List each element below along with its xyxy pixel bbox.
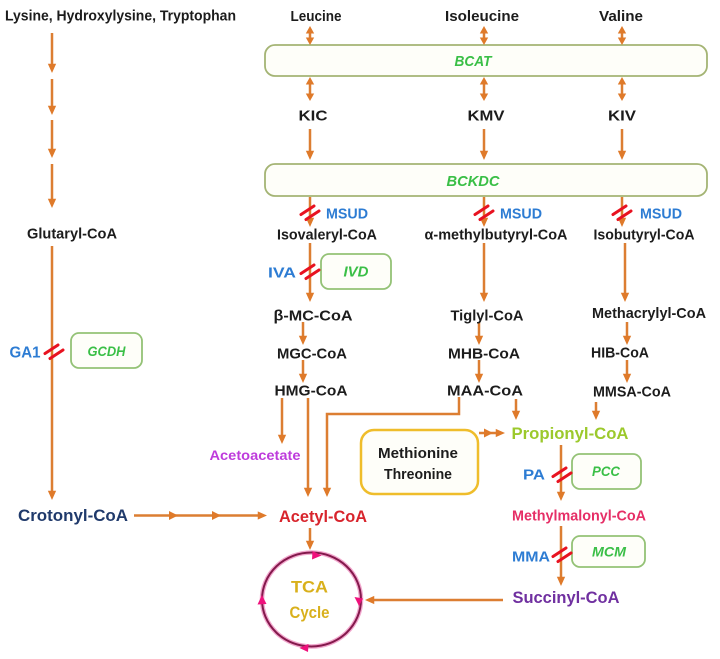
svg-text:HMG-CoA: HMG-CoA xyxy=(275,382,348,399)
svg-text:IVA: IVA xyxy=(268,264,296,281)
svg-text:KMV: KMV xyxy=(468,107,505,124)
svg-text:Isobutyryl-CoA: Isobutyryl-CoA xyxy=(594,226,695,243)
svg-text:Crotonyl-CoA: Crotonyl-CoA xyxy=(18,506,128,525)
svg-text:Tiglyl-CoA: Tiglyl-CoA xyxy=(451,307,524,324)
svg-text:Threonine: Threonine xyxy=(384,466,452,483)
svg-text:MSUD: MSUD xyxy=(500,205,542,222)
svg-text:GCDH: GCDH xyxy=(88,343,127,359)
svg-text:PCC: PCC xyxy=(592,463,621,479)
svg-text:β-MC-CoA: β-MC-CoA xyxy=(274,307,353,324)
svg-text:Acetoacetate: Acetoacetate xyxy=(210,447,301,463)
svg-text:Isovaleryl-CoA: Isovaleryl-CoA xyxy=(277,226,377,243)
svg-text:HIB-CoA: HIB-CoA xyxy=(591,344,649,361)
svg-text:MHB-CoA: MHB-CoA xyxy=(448,345,520,362)
svg-text:Methionine: Methionine xyxy=(378,445,458,462)
svg-text:MAA-CoA: MAA-CoA xyxy=(447,382,523,399)
svg-text:Valine: Valine xyxy=(599,8,643,25)
svg-text:Leucine: Leucine xyxy=(291,8,342,25)
svg-text:Succinyl-CoA: Succinyl-CoA xyxy=(513,588,620,607)
svg-text:Methacrylyl-CoA: Methacrylyl-CoA xyxy=(592,305,706,322)
svg-text:Isoleucine: Isoleucine xyxy=(445,8,519,25)
svg-text:α-methylbutyryl-CoA: α-methylbutyryl-CoA xyxy=(425,226,568,243)
svg-text:KIV: KIV xyxy=(608,107,636,124)
svg-text:KIC: KIC xyxy=(299,107,328,124)
svg-text:MGC-CoA: MGC-CoA xyxy=(277,345,347,362)
svg-text:MMA: MMA xyxy=(512,548,550,565)
svg-text:BCAT: BCAT xyxy=(455,53,494,70)
svg-text:Propionyl-CoA: Propionyl-CoA xyxy=(512,424,629,443)
svg-text:PA: PA xyxy=(523,466,545,483)
svg-text:MSUD: MSUD xyxy=(640,205,682,222)
svg-text:IVD: IVD xyxy=(344,263,369,280)
svg-text:MCM: MCM xyxy=(592,544,626,560)
svg-text:Lysine, Hydroxylysine, Tryptop: Lysine, Hydroxylysine, Tryptophan xyxy=(5,7,236,24)
svg-text:MSUD: MSUD xyxy=(326,205,368,222)
svg-text:Acetyl-CoA: Acetyl-CoA xyxy=(279,507,367,526)
svg-text:GA1: GA1 xyxy=(10,345,41,362)
svg-text:BCKDC: BCKDC xyxy=(447,173,501,190)
svg-text:Cycle: Cycle xyxy=(290,603,330,622)
svg-text:TCA: TCA xyxy=(291,578,328,597)
svg-text:MMSA-CoA: MMSA-CoA xyxy=(593,383,671,400)
svg-text:Methylmalonyl-CoA: Methylmalonyl-CoA xyxy=(512,507,646,524)
svg-text:Glutaryl-CoA: Glutaryl-CoA xyxy=(27,225,117,242)
